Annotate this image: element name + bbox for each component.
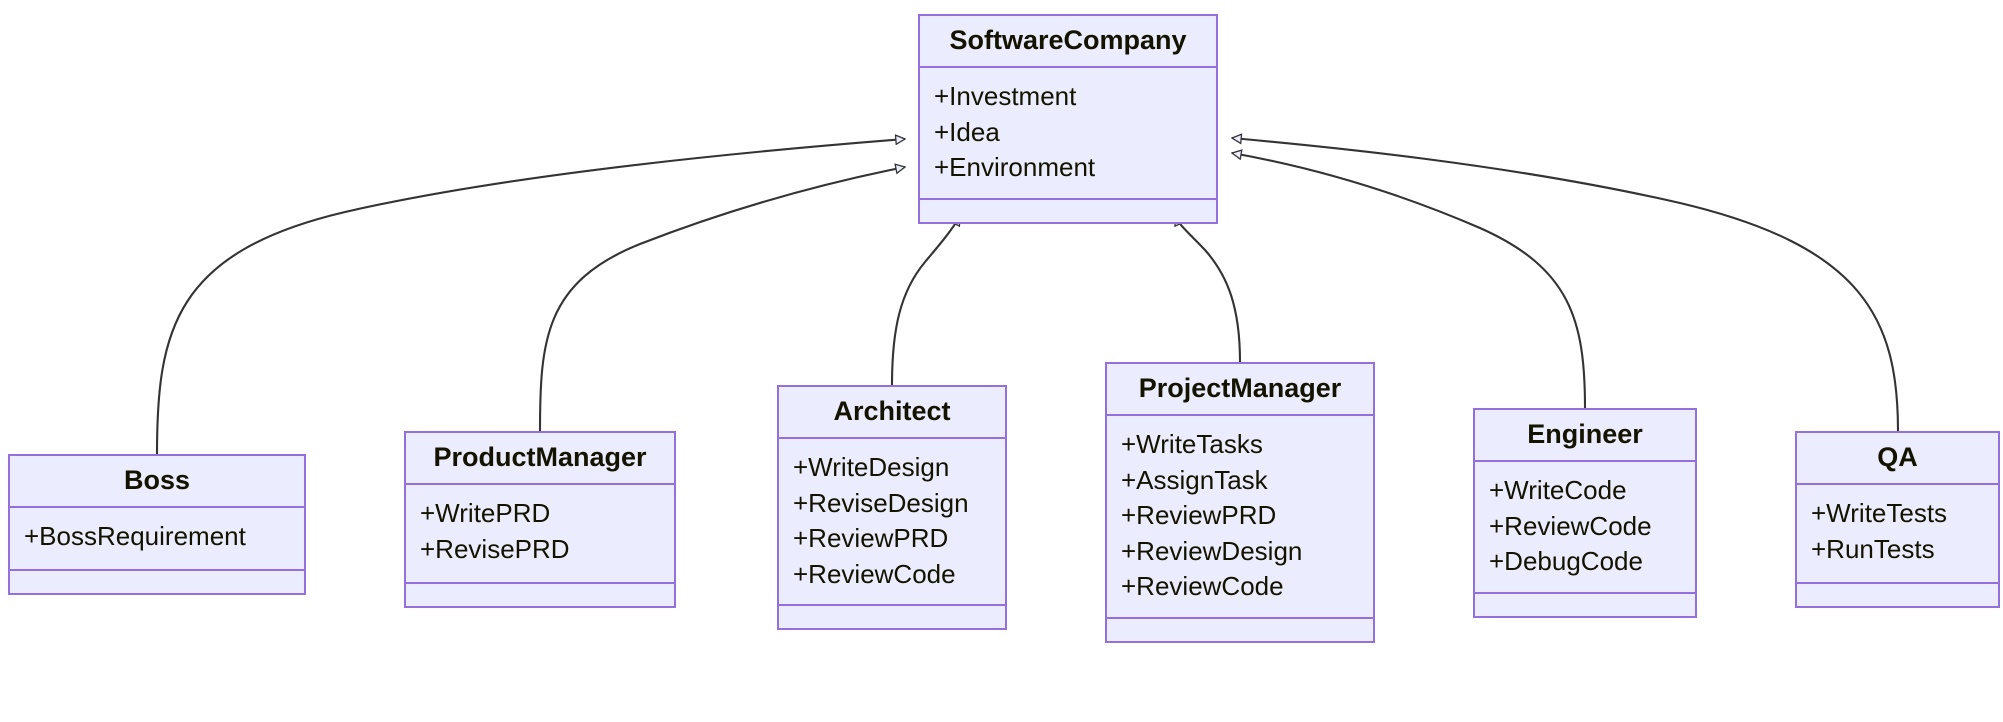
class-title-qa: QA — [1797, 433, 1998, 485]
attribute-row: +RunTests — [1811, 533, 1935, 564]
class-box-product-manager[interactable]: ProductManager +WritePRD +RevisePRD — [404, 431, 676, 608]
class-methods-software-company — [920, 200, 1216, 222]
class-methods-qa — [1797, 584, 1998, 606]
attribute-row: +WriteTests — [1811, 498, 1948, 528]
attribute-row: +DebugCode — [1489, 546, 1643, 577]
attribute-row: +BossRequirement — [24, 521, 246, 551]
class-attributes-boss: +BossRequirement — [10, 508, 304, 571]
attribute-row: +WriteDesign — [793, 452, 950, 482]
class-attributes-engineer: +WriteCode +ReviewCode +DebugCode — [1475, 462, 1695, 594]
attribute-row: +ReviewCode — [1121, 571, 1284, 602]
class-attributes-qa: +WriteTests +RunTests — [1797, 485, 1998, 584]
class-methods-boss — [10, 571, 304, 593]
edge-projectmanager-to-softwarecompany — [1174, 216, 1242, 363]
attribute-row: +RevisePRD — [420, 533, 570, 564]
attribute-row: +ReviewCode — [1489, 510, 1652, 541]
class-methods-product-manager — [406, 584, 674, 606]
attribute-row: +ReviewPRD — [1121, 500, 1277, 531]
class-attributes-product-manager: +WritePRD +RevisePRD — [406, 485, 674, 584]
edge-architect-to-softwarecompany — [890, 216, 961, 386]
attribute-row: +WritePRD — [420, 498, 551, 528]
class-attributes-software-company: +Investment +Idea +Environment — [920, 68, 1216, 200]
attribute-row: +ReviewCode — [793, 558, 956, 589]
class-title-boss: Boss — [10, 456, 304, 508]
edge-productmanager-to-softwarecompany — [538, 167, 905, 432]
class-methods-project-manager — [1107, 619, 1373, 641]
class-attributes-architect: +WriteDesign +ReviseDesign +ReviewPRD +R… — [779, 439, 1005, 607]
class-box-engineer[interactable]: Engineer +WriteCode +ReviewCode +DebugCo… — [1473, 408, 1697, 618]
class-title-product-manager: ProductManager — [406, 433, 674, 485]
class-methods-engineer — [1475, 594, 1695, 616]
class-box-software-company[interactable]: SoftwareCompany +Investment +Idea +Envir… — [918, 14, 1218, 224]
edge-boss-to-softwarecompany — [155, 139, 905, 455]
class-box-boss[interactable]: Boss +BossRequirement — [8, 454, 306, 595]
class-title-architect: Architect — [779, 387, 1005, 439]
edge-engineer-to-softwarecompany — [1232, 153, 1587, 409]
attribute-row: +Investment — [934, 81, 1077, 111]
class-box-qa[interactable]: QA +WriteTests +RunTests — [1795, 431, 2000, 608]
attribute-row: +AssignTask — [1121, 464, 1268, 495]
attribute-row: +WriteCode — [1489, 475, 1627, 505]
class-title-project-manager: ProjectManager — [1107, 364, 1373, 416]
class-attributes-project-manager: +WriteTasks +AssignTask +ReviewPRD +Revi… — [1107, 416, 1373, 620]
class-title-software-company: SoftwareCompany — [920, 16, 1216, 68]
edge-qa-to-softwarecompany — [1232, 138, 1900, 432]
attribute-row: +WriteTasks — [1121, 429, 1263, 459]
attribute-row: +ReviewDesign — [1121, 535, 1303, 566]
class-box-architect[interactable]: Architect +WriteDesign +ReviseDesign +Re… — [777, 385, 1007, 631]
attribute-row: +Idea — [934, 116, 1000, 147]
attribute-row: +ReviseDesign — [793, 487, 969, 518]
attribute-row: +ReviewPRD — [793, 523, 949, 554]
attribute-row: +Environment — [934, 152, 1096, 183]
class-box-project-manager[interactable]: ProjectManager +WriteTasks +AssignTask +… — [1105, 362, 1375, 644]
inheritance-edges — [155, 138, 1900, 455]
class-methods-architect — [779, 606, 1005, 628]
class-title-engineer: Engineer — [1475, 410, 1695, 462]
